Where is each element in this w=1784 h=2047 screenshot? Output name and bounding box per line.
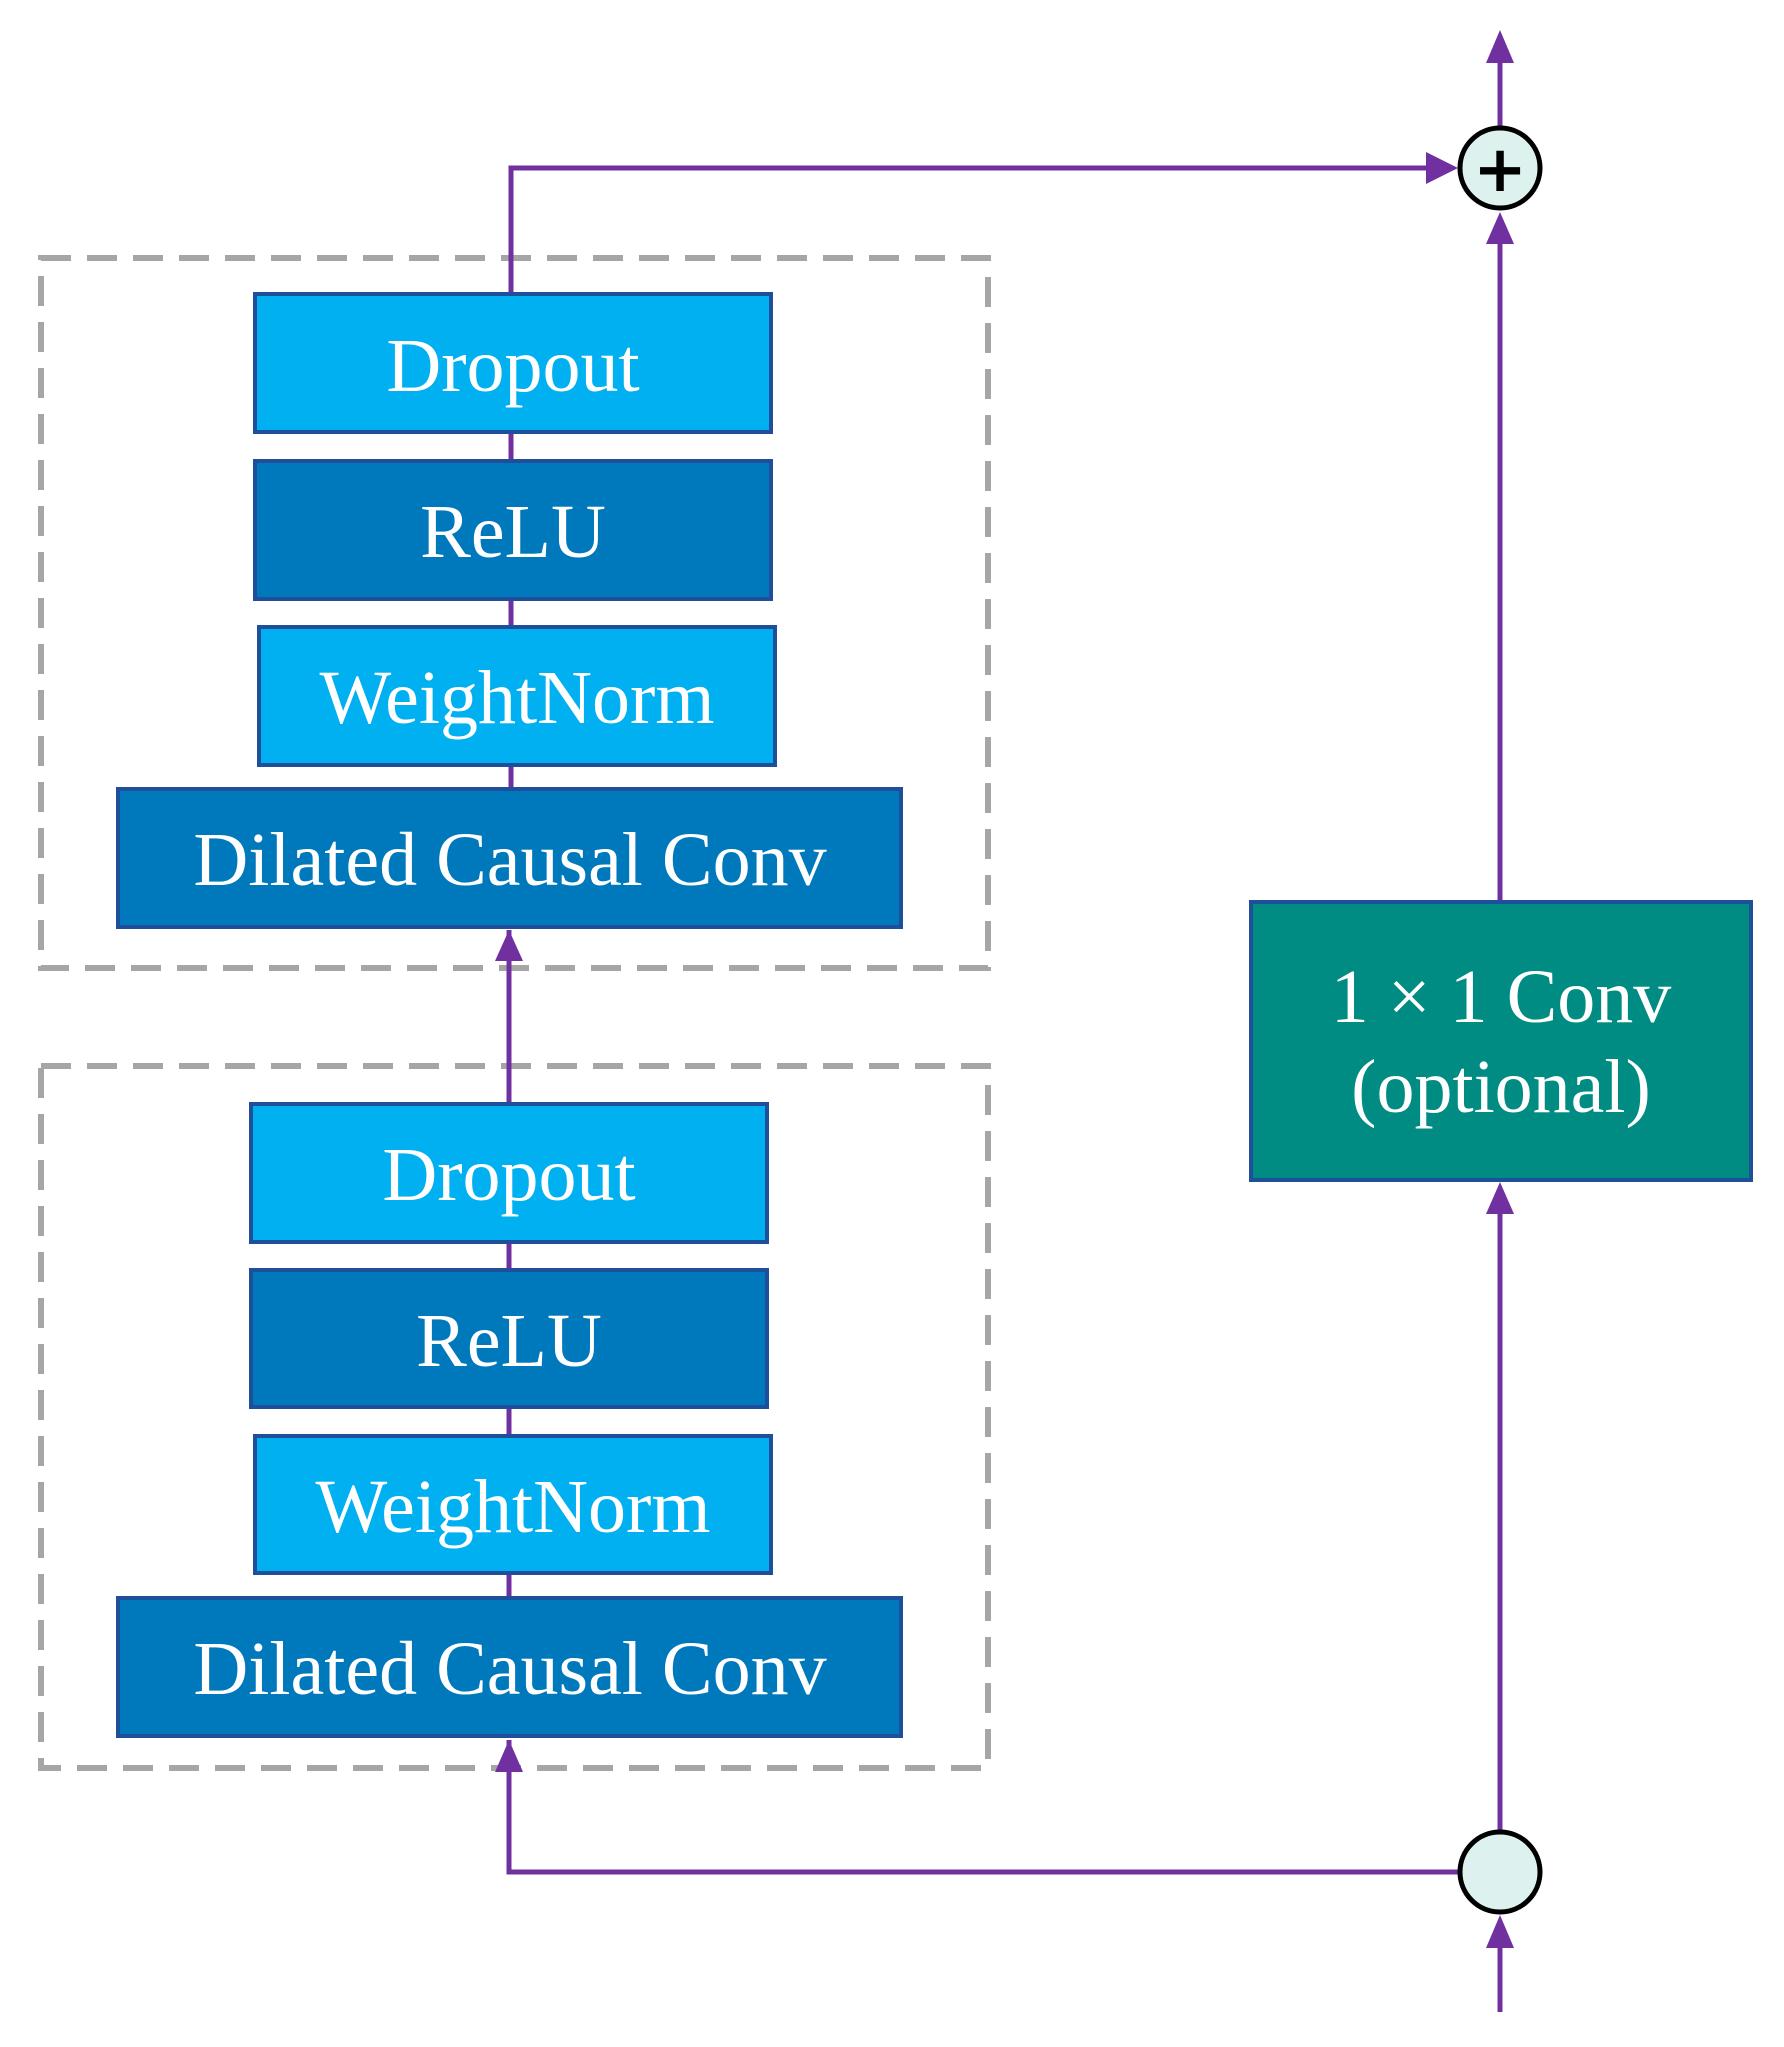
- lower-dropout-label: Dropout: [382, 1133, 635, 1217]
- arrow-upper-to-add-head: [1426, 152, 1458, 184]
- arrow-split-to-lower-stack: [506, 1740, 1458, 1875]
- conv1x1-optional-block: 1 × 1 Conv (optional): [1249, 900, 1753, 1182]
- upper-dilated-causal-conv-block: Dilated Causal Conv: [116, 787, 903, 929]
- upper-dilated-causal-conv-label: Dilated Causal Conv: [193, 818, 826, 902]
- lower-weightnorm-label: WeightNorm: [316, 1465, 711, 1549]
- upper-weightnorm-block: WeightNorm: [257, 625, 777, 767]
- add-node: +: [1457, 125, 1543, 211]
- lower-dilated-causal-conv-label: Dilated Causal Conv: [193, 1627, 826, 1711]
- upper-relu-label: ReLU: [420, 490, 606, 574]
- lower-dilated-causal-conv-block: Dilated Causal Conv: [116, 1596, 903, 1738]
- arrow-lower-to-upper-head: [495, 930, 523, 961]
- conv1x1-label: 1 × 1 Conv: [1331, 955, 1672, 1039]
- arrow-split-to-lower-stack-head: [495, 1740, 523, 1772]
- conv1x1-optional-label: (optional): [1351, 1045, 1651, 1129]
- upper-dashed-group: [38, 255, 991, 971]
- arrow-split-to-conv1x1-head: [1486, 1182, 1514, 1214]
- arrow-input-to-split-head: [1486, 1915, 1514, 1948]
- split-node: [1457, 1829, 1543, 1915]
- lower-relu-label: ReLU: [416, 1299, 602, 1383]
- lower-weightnorm-block: WeightNorm: [253, 1434, 773, 1575]
- upper-weightnorm-label: WeightNorm: [320, 656, 715, 740]
- upper-relu-block: ReLU: [253, 459, 773, 601]
- plus-icon: +: [1473, 133, 1527, 207]
- arrow-conv1x1-to-add-head: [1486, 212, 1514, 244]
- upper-dropout-block: Dropout: [253, 292, 773, 434]
- lower-dropout-block: Dropout: [249, 1102, 769, 1244]
- arrow-upper-to-add: [508, 165, 1426, 294]
- upper-dropout-label: Dropout: [386, 324, 639, 408]
- arrow-add-to-output-head: [1486, 30, 1514, 63]
- lower-relu-block: ReLU: [249, 1268, 769, 1409]
